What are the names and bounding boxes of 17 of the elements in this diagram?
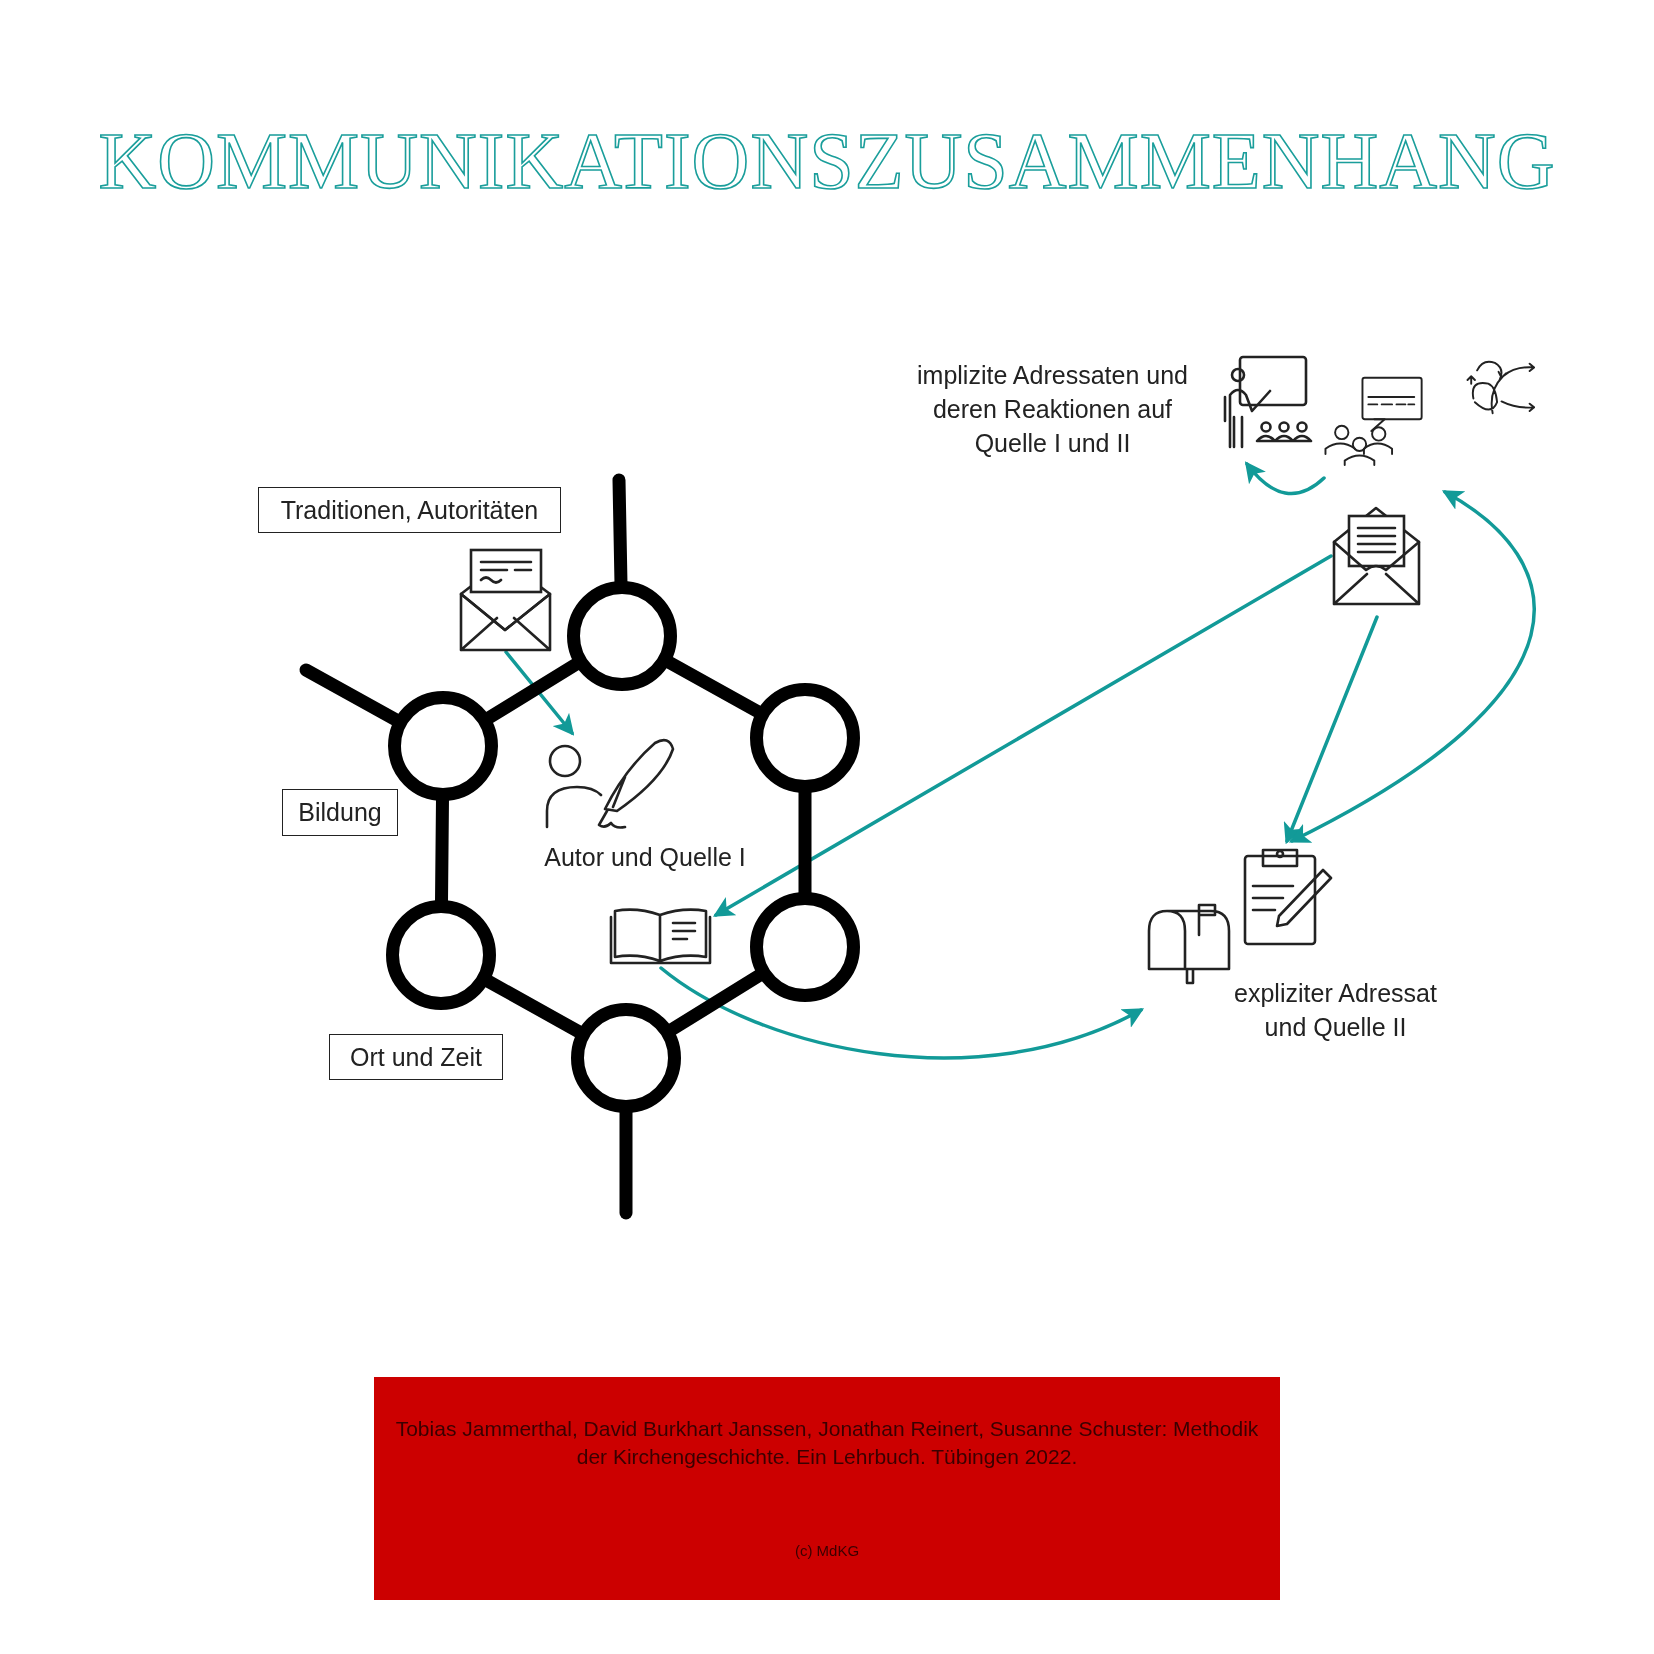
label-box: Ort und Zeit	[329, 1034, 503, 1080]
envelope-letter-icon	[457, 546, 554, 652]
node-label: implizite Adressaten und deren Reaktionen auf Quelle I und II	[916, 360, 1189, 459]
copyright-note: (c) MdKG	[793, 1542, 861, 1559]
arrow	[1288, 490, 1536, 843]
label-box: Bildung	[282, 789, 398, 836]
arrow	[713, 554, 1333, 917]
title: KOMMUNIKATIONSZUSAMMENHANG	[97, 116, 1557, 207]
label-box: Traditionen, Autoritäten	[258, 487, 561, 533]
arrow	[1244, 461, 1326, 496]
open-envelope-icon	[1331, 504, 1422, 607]
arrow	[504, 650, 575, 736]
arrow	[659, 966, 1145, 1060]
node-label: Autor und Quelle I	[543, 842, 747, 873]
citation-text: Tobias Jammerthal, David Burkhart Janssen, Jonathan Reinert, Susanne Schuster: Methodik der Kirchengeschichte. Ein Lehrbuch. Tübingen 2022.	[394, 1416, 1260, 1470]
node-label: expliziter Adressat und Quelle II	[1233, 978, 1438, 1043]
arrow	[1283, 615, 1379, 845]
